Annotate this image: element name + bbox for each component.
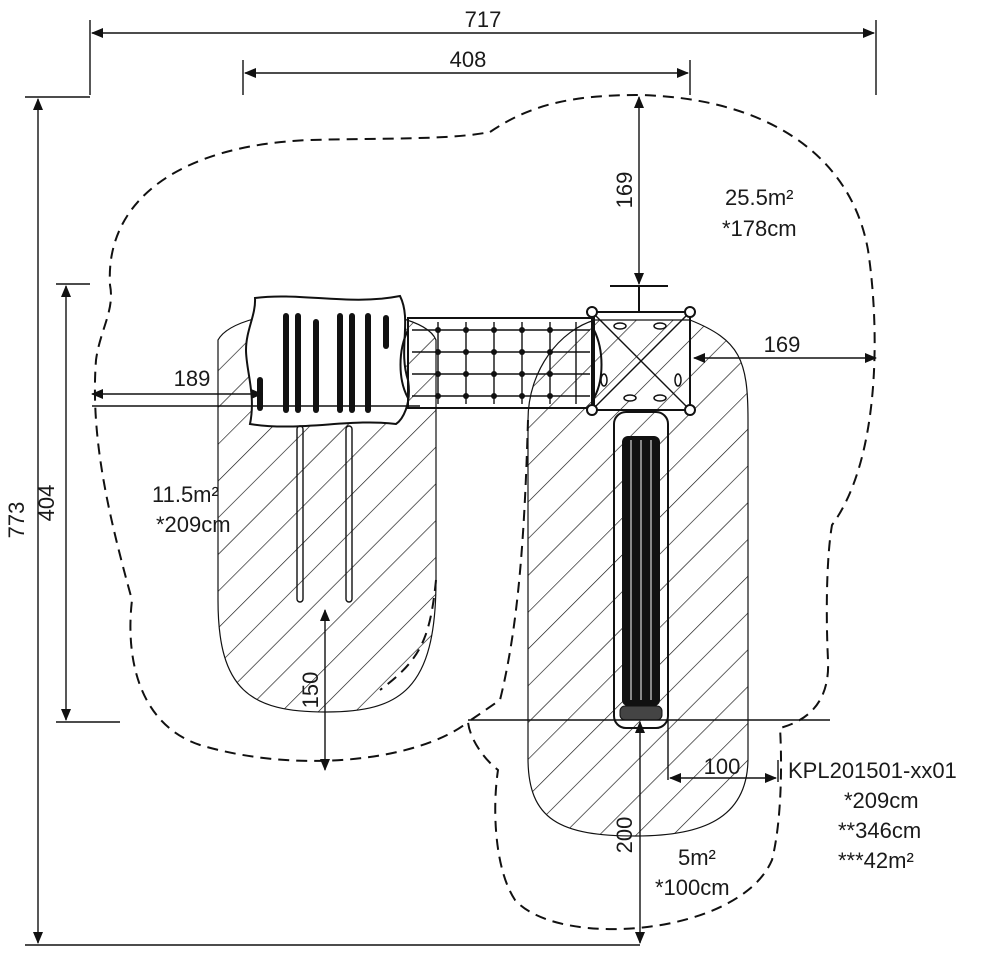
outer-safety-zone (93, 93, 876, 931)
slide-zone-height: *100cm (655, 875, 730, 900)
slide-exit (619, 705, 663, 721)
bridge-arc-right (593, 329, 603, 399)
slide-ribs (630, 440, 652, 700)
net-grid (412, 322, 590, 404)
product-total-height: **346cm (838, 818, 921, 843)
dim-bottom-left-clearance-label: 150 (298, 672, 323, 709)
inner-dashed-segment-left (379, 579, 437, 691)
product-code: KPL201501-xx01 (788, 758, 957, 783)
left-zone-height: *209cm (156, 512, 231, 537)
dim-top-clearance-label: 169 (612, 172, 637, 209)
slide-zone-area: 5m² (678, 845, 716, 870)
dim-slide-exit-clearance-label: 200 (612, 817, 637, 854)
steering-handle (610, 285, 668, 312)
dim-total-height-label: 773 (4, 502, 29, 539)
tower-bolts (600, 322, 682, 402)
main-zone-height: *178cm (722, 216, 797, 241)
product-fall-height: *209cm (844, 788, 919, 813)
dim-upper-width-label: 408 (450, 47, 487, 72)
dim-right-clearance-label: 169 (764, 332, 801, 357)
dim-left-height-label: 404 (34, 485, 59, 522)
dim-upper-width (242, 60, 691, 95)
tower-posts (586, 306, 696, 416)
product-total-area: ***42m² (838, 848, 914, 873)
net-knots (435, 327, 553, 399)
net-bridge (407, 317, 595, 409)
dim-left-clearance-label: 189 (174, 366, 211, 391)
dim-left-height (56, 283, 120, 723)
dim-total-width-label: 717 (465, 7, 502, 32)
left-zone-area: 11.5m² (152, 482, 219, 507)
climbing-bars (257, 313, 389, 413)
dim-total-height (25, 96, 640, 946)
dim-total-width (89, 20, 877, 95)
climbing-poles (296, 425, 353, 603)
bridge-arc-left (399, 329, 409, 399)
inner-dashed-segment (467, 419, 529, 723)
main-zone-area: 25.5m² (725, 185, 793, 210)
dim-slide-side-clearance-label: 100 (704, 754, 741, 779)
platform-tower (591, 311, 691, 411)
